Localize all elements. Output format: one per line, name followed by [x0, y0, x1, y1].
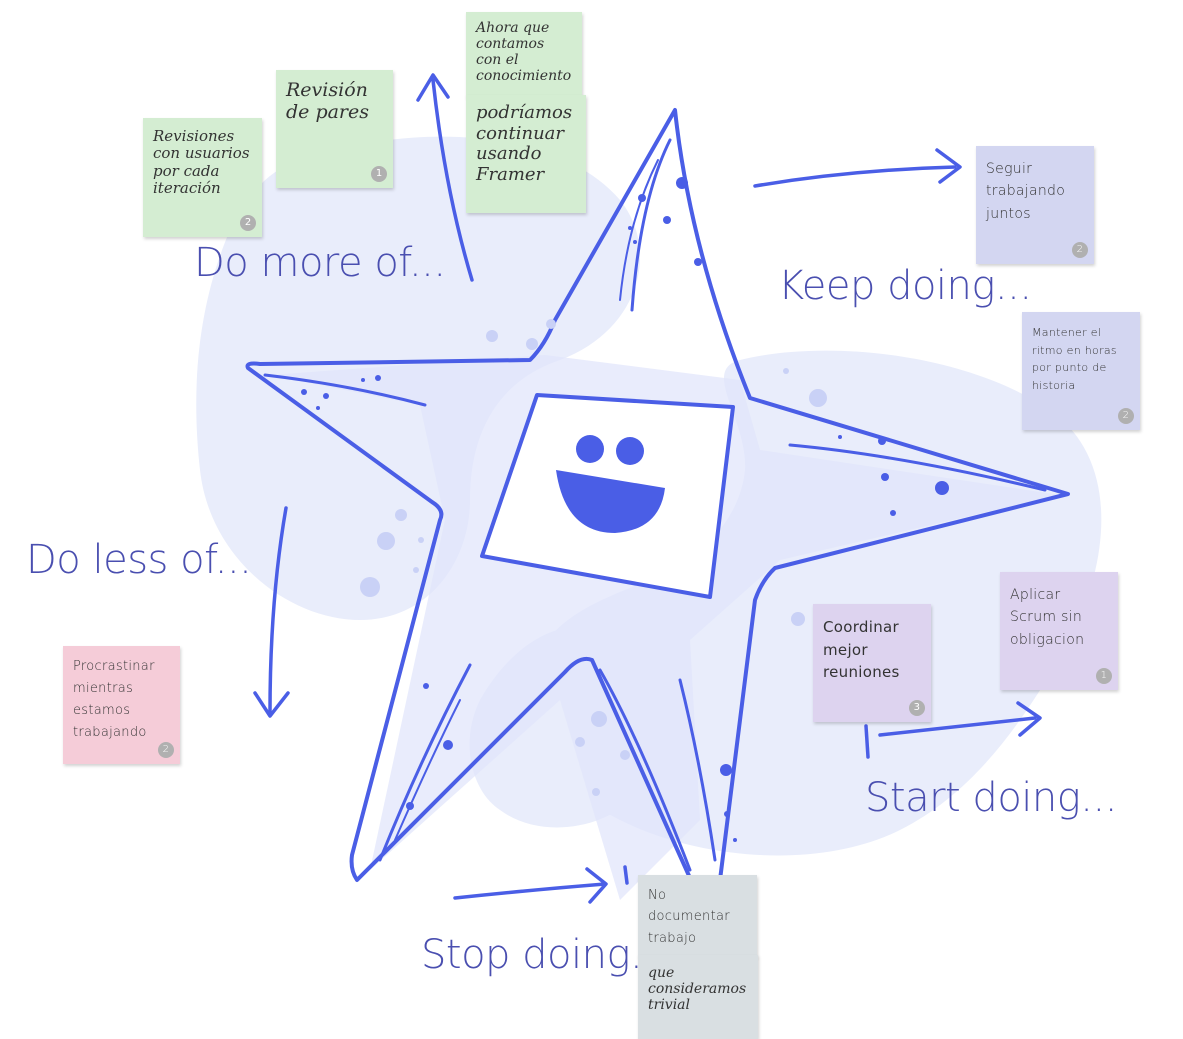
- arrow-right-icon: [753, 165, 957, 188]
- sticky-text: que consideramos trivial: [648, 965, 747, 1014]
- arrow-down-head-icon: [253, 691, 290, 718]
- sticky-note[interactable]: Aplicar Scrum sin obligacion 1: [1000, 572, 1118, 690]
- star-shade: [270, 355, 1060, 900]
- star-dots: [301, 177, 949, 842]
- mascot-right-eye-icon: [616, 437, 644, 465]
- section-do-less-of: Do less of...: [26, 537, 252, 583]
- mascot-smile-icon: [556, 470, 665, 533]
- sticky-text: Mantener el ritmo en horas por punto de …: [1032, 326, 1117, 392]
- light-dots: [360, 319, 827, 796]
- vote-count-badge: 2: [1072, 242, 1088, 258]
- star-stroke: [394, 699, 461, 841]
- sticky-note[interactable]: que consideramos trivial: [638, 955, 758, 1039]
- sticky-text: Procrastinar mientras estamos trabajando: [73, 659, 155, 741]
- vote-count-badge: 2: [1118, 408, 1134, 424]
- sticky-note[interactable]: Ahora que contamos con el conocimiento: [466, 12, 582, 97]
- star-stroke: [263, 373, 427, 407]
- arrow-stop-icon: [453, 882, 607, 900]
- vote-count-badge: 2: [240, 215, 256, 231]
- sticky-text: No documentar trabajo: [648, 888, 730, 946]
- vote-count-badge: 2: [158, 742, 174, 758]
- sticky-note[interactable]: podríamos continuar usando Framer: [466, 95, 586, 213]
- sticky-note[interactable]: No documentar trabajo: [638, 875, 757, 957]
- sticky-text: Revisión de pares: [286, 79, 370, 123]
- sticky-text: Ahora que contamos con el conocimiento: [476, 20, 572, 85]
- sticky-text: podríamos continuar usando Framer: [476, 102, 573, 186]
- sticky-note[interactable]: Seguir trabajando juntos 2: [976, 146, 1094, 264]
- vote-count-badge: 1: [371, 166, 387, 182]
- section-do-more-of: Do more of...: [194, 240, 446, 286]
- connector-line: [623, 865, 629, 885]
- arrow-start-icon: [878, 716, 1037, 737]
- arrow-right-head-icon: [935, 148, 962, 184]
- sticky-text: Coordinar mejor reuniones: [823, 618, 900, 681]
- sticky-note[interactable]: Revisión de pares 1: [276, 70, 393, 188]
- star-stroke: [678, 678, 717, 862]
- arrow-down-icon: [268, 506, 288, 714]
- arrows: [253, 73, 1042, 904]
- arrow-start-head-icon: [1016, 701, 1042, 737]
- connector-line: [864, 724, 870, 759]
- sticky-text: Revisiones con usuarios por cada iteraci…: [153, 127, 250, 197]
- arrow-up-head-icon: [416, 73, 450, 102]
- sticky-text: Aplicar Scrum sin obligacion: [1010, 587, 1085, 648]
- star-stroke: [598, 668, 692, 872]
- section-keep-doing: Keep doing...: [778, 263, 1032, 309]
- arrow-up-icon: [431, 78, 474, 282]
- sticky-note[interactable]: Coordinar mejor reuniones 3: [813, 604, 931, 722]
- mascot-left-eye-icon: [576, 435, 604, 463]
- sticky-note[interactable]: Procrastinar mientras estamos trabajando…: [63, 646, 180, 764]
- sticky-note[interactable]: Revisiones con usuarios por cada iteraci…: [143, 118, 262, 237]
- star-stroke: [378, 663, 472, 862]
- star-stroke: [788, 443, 1047, 492]
- vote-count-badge: 3: [909, 700, 925, 716]
- arrow-stop-head-icon: [585, 867, 608, 904]
- star-stroke: [619, 159, 659, 301]
- sticky-text: Seguir trabajando juntos: [986, 161, 1066, 222]
- section-start-doing: Start doing...: [865, 775, 1117, 821]
- section-stop-doing: Stop doing...: [421, 932, 667, 978]
- sticky-note[interactable]: Mantener el ritmo en horas por punto de …: [1022, 312, 1140, 430]
- star-stroke: [630, 138, 672, 312]
- vote-count-badge: 1: [1096, 668, 1112, 684]
